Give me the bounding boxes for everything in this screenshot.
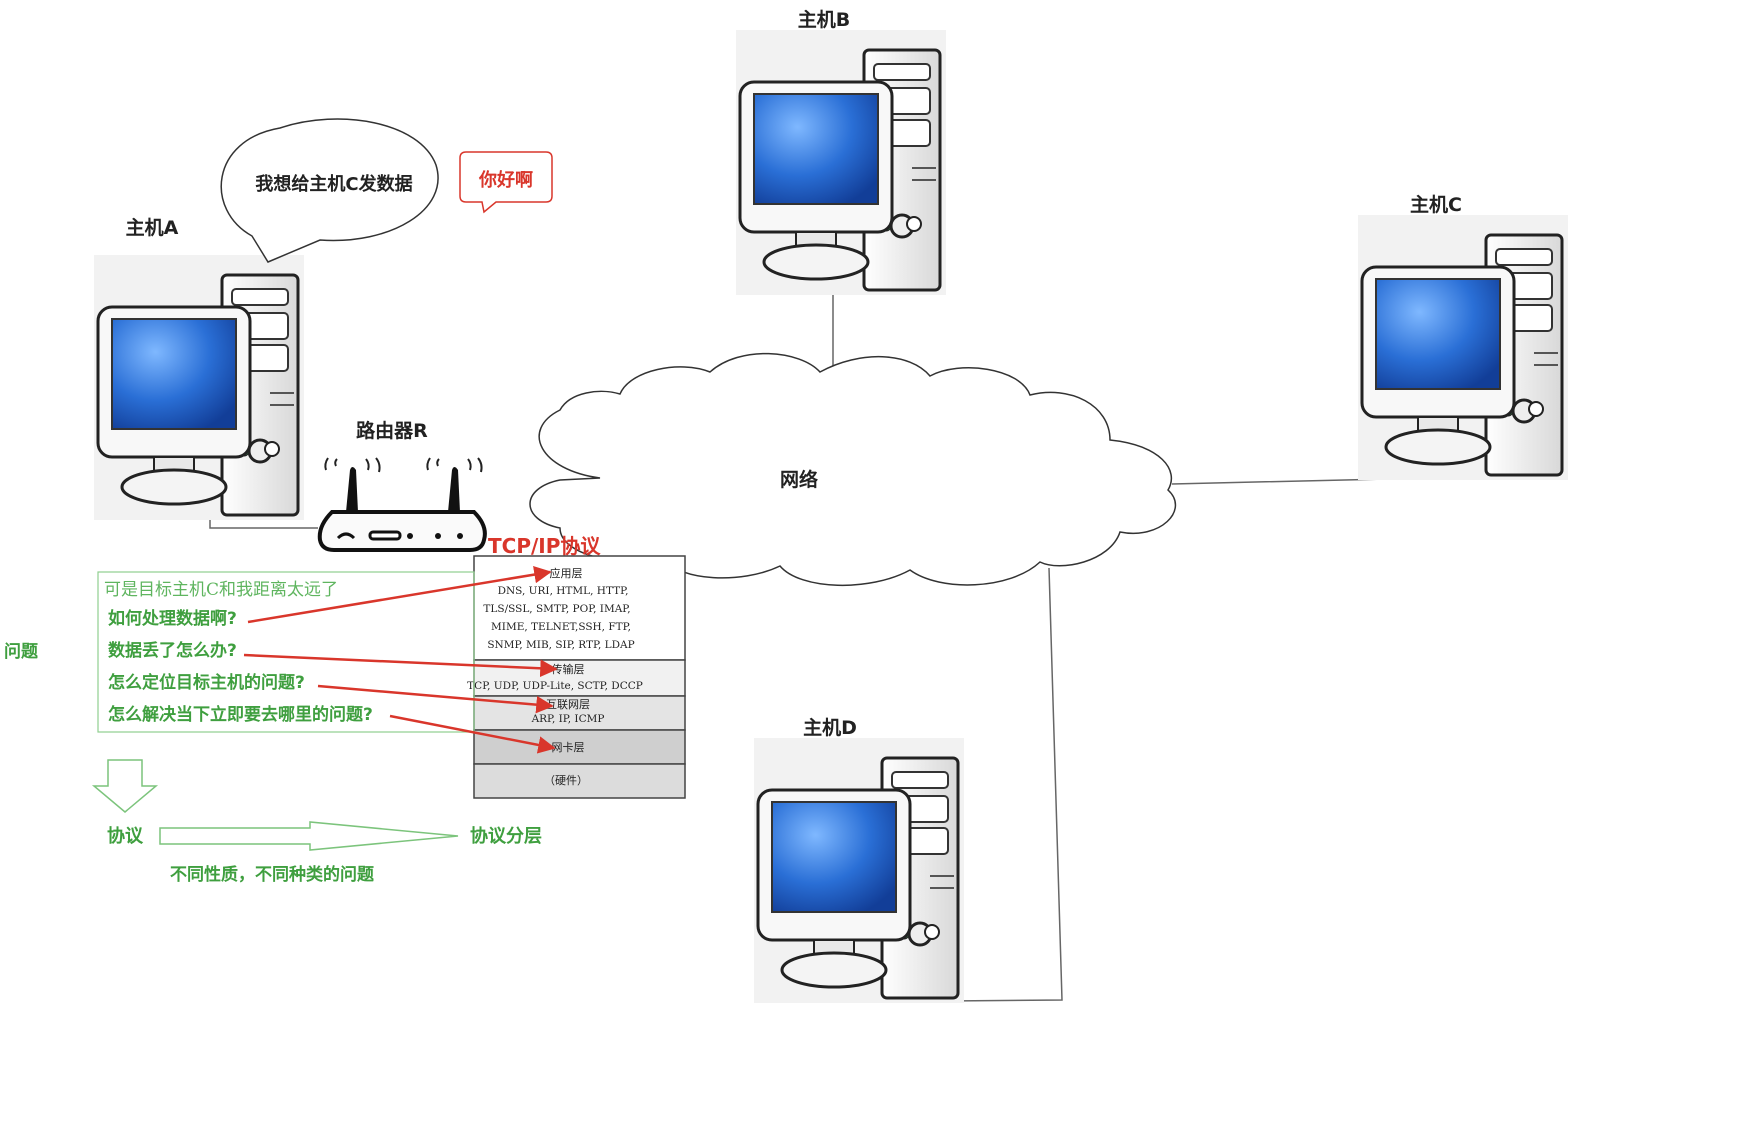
layer-protocols-line: SNMP, MIB, SIP, RTP, LDAP xyxy=(487,639,634,651)
tcp-ip-table: TCP/IP协议 应用层 DNS, URI, HTML, HTTP, TLS/S… xyxy=(467,534,686,799)
arrow-to-application xyxy=(247,565,552,624)
problems-box: 可是目标主机C和我距离太远了 如何处理数据啊? 数据丢了怎么办? 怎么定位目标主… xyxy=(97,571,475,733)
question-2: 数据丢了怎么办? xyxy=(108,640,237,661)
question-1: 如何处理数据啊? xyxy=(108,608,237,629)
host-a-label: 主机A xyxy=(126,217,179,239)
host-a xyxy=(92,253,306,522)
intro-text: 可是目标主机C和我距离太远了 xyxy=(104,580,338,600)
hello-bubble: 你好啊 xyxy=(459,151,553,214)
arrow-to-internet xyxy=(317,684,554,714)
layer-name-application: 应用层 xyxy=(550,566,583,580)
layer-name-internet: 互联网层 xyxy=(546,698,590,711)
host-a-thought-bubble: 我想给主机C发数据 xyxy=(220,118,439,263)
layer-name-link: 网卡层 xyxy=(552,741,585,754)
different-issues-text: 不同性质，不同种类的问题 xyxy=(170,864,375,885)
layer-name-transport: 传输层 xyxy=(552,662,585,676)
host-b-label: 主机B xyxy=(798,9,850,31)
question-3: 怎么定位目标主机的问题? xyxy=(108,672,305,693)
host-d xyxy=(752,736,966,1005)
question-4: 怎么解决当下立即要去哪里的问题? xyxy=(108,704,373,725)
arrow-to-link xyxy=(389,714,556,754)
layer-protocols-line: TLS/SSL, SMTP, POP, IMAP, xyxy=(483,603,630,615)
host-c-label: 主机C xyxy=(1410,194,1462,216)
host-c xyxy=(1356,213,1570,482)
network-label: 网络 xyxy=(780,468,818,491)
router-label: 路由器R xyxy=(356,419,428,442)
hello-text: 你好啊 xyxy=(478,169,533,191)
thought-text: 我想给主机C发数据 xyxy=(255,173,412,195)
layer-protocols-line: TCP, UDP, UDP-Lite, SCTP, DCCP xyxy=(467,680,643,692)
problem-label: 问题 xyxy=(4,641,39,662)
layer-protocols-line: DNS, URI, HTML, HTTP, xyxy=(498,585,629,597)
host-d-label: 主机D xyxy=(803,717,857,739)
layering-label: 协议分层 xyxy=(470,825,542,847)
conclusion: 协议 协议分层 不同性质，不同种类的问题 xyxy=(91,759,542,885)
host-b xyxy=(734,28,948,297)
protocol-title: TCP/IP协议 xyxy=(488,534,601,558)
network-cloud: 网络 xyxy=(529,352,1176,587)
arrow-to-transport xyxy=(243,653,558,678)
layer-name-hardware: （硬件） xyxy=(544,774,588,787)
down-arrow xyxy=(91,759,159,813)
mapping-arrows xyxy=(243,565,558,754)
router-r: 路由器R xyxy=(317,419,487,552)
layer-protocols-line: ARP, IP, ICMP xyxy=(531,713,605,725)
right-arrow xyxy=(159,821,459,851)
protocol-label: 协议 xyxy=(107,825,144,847)
layer-protocols-line: MIME, TELNET,SSH, FTP, xyxy=(491,621,631,633)
